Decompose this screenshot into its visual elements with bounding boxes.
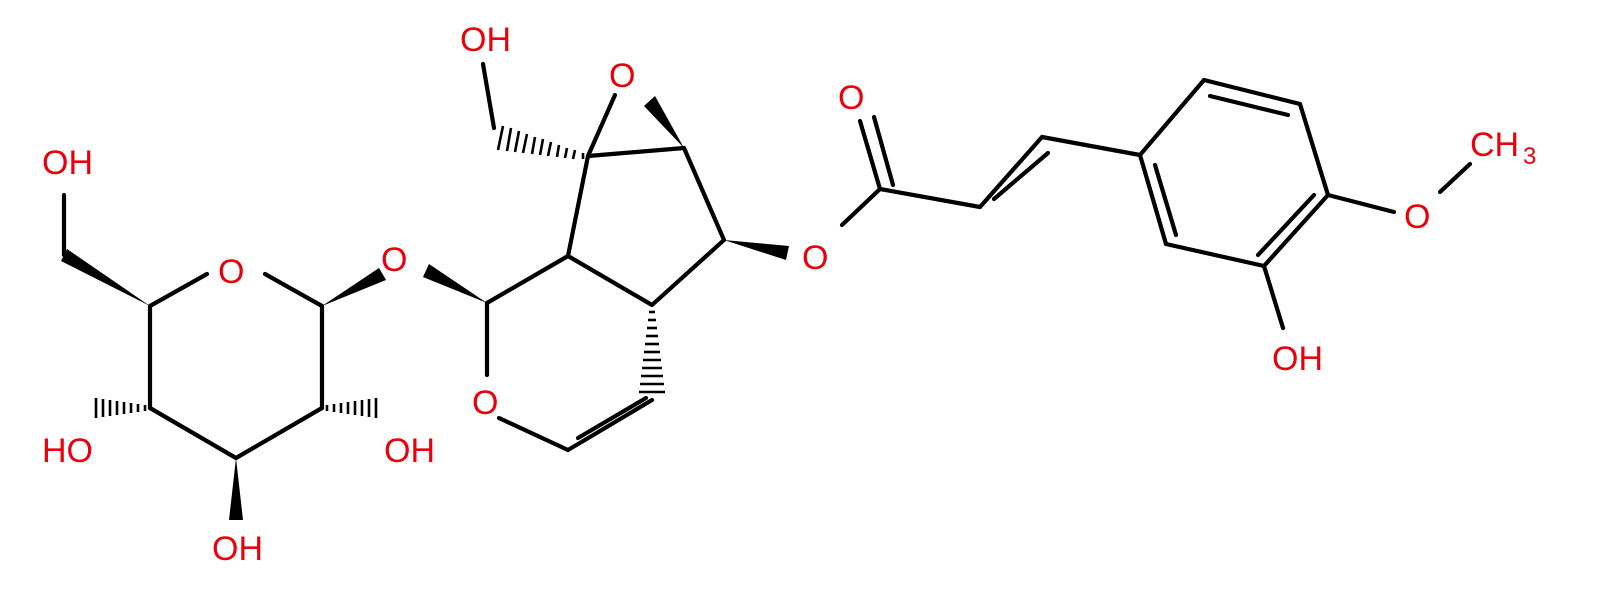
- atom-labels: OH OH O O O O O O HO OH OH O CH 3 OH: [42, 21, 1536, 568]
- label-ho-c4: HO: [42, 432, 93, 470]
- label-oh-c2: OH: [384, 432, 435, 470]
- iridoid-core: [480, 61, 727, 453]
- label-oh-aryl: OH: [1272, 340, 1323, 378]
- wedge-epox-o: [644, 96, 684, 148]
- wedge-c1-oglyco: [423, 264, 487, 303]
- label-ch3-subscript: 3: [1523, 143, 1536, 170]
- wedge-c6-oester: [724, 240, 789, 260]
- label-oh-top: OH: [460, 21, 511, 59]
- ester-chain: [839, 114, 1143, 228]
- label-o-ring: O: [218, 253, 244, 291]
- label-o-glyco: O: [381, 241, 407, 279]
- iridoid-stereo-bonds: [423, 96, 789, 394]
- hash-c5-h: [639, 310, 665, 394]
- label-o-epoxide: O: [609, 57, 635, 95]
- sugar-stereo-bonds: [61, 249, 386, 520]
- label-oh-left: OH: [42, 144, 93, 182]
- label-o-pyran: O: [472, 384, 498, 422]
- sugar-ring: [61, 192, 325, 461]
- label-ch3: CH: [1470, 126, 1519, 164]
- hash-c2-oh: [325, 398, 378, 418]
- aromatic-ring: [1137, 77, 1473, 331]
- wedge-c1-o: [322, 268, 386, 306]
- hash-c4-oh: [94, 398, 147, 418]
- hash-c8-ch2: [496, 125, 585, 160]
- wedge-c5-ch2: [61, 249, 150, 306]
- label-o-ester: O: [802, 239, 828, 277]
- label-o-methoxy: O: [1404, 198, 1430, 236]
- label-o-carbonyl: O: [838, 79, 864, 117]
- wedge-c3-oh: [229, 458, 243, 520]
- label-oh-c3: OH: [212, 530, 263, 568]
